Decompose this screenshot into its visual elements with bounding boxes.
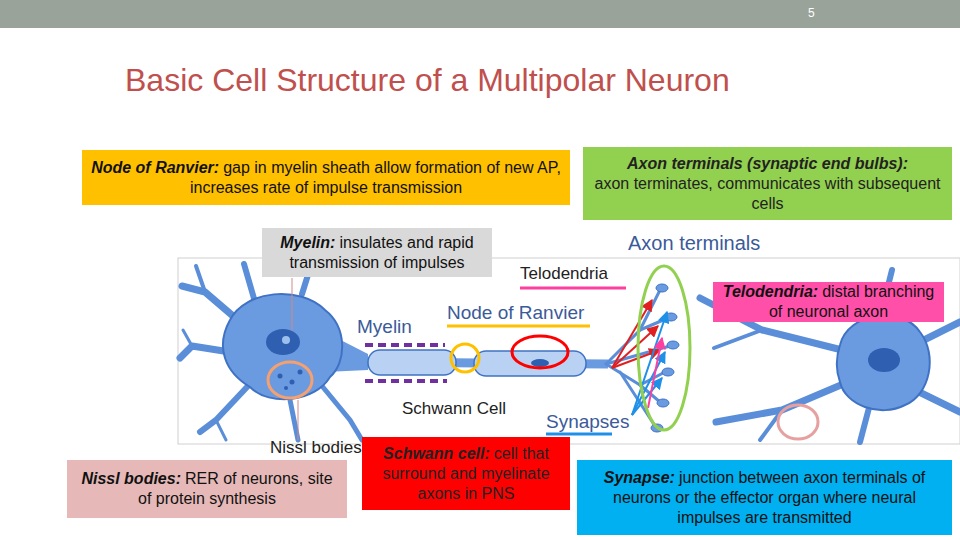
box-text: axon terminates, communicates with subse… [595,175,941,212]
end-bulb [667,341,679,349]
dendrite [322,386,362,440]
cell-body [837,315,930,410]
box-heading: Axon terminals (synaptic end bulbs): [591,154,944,174]
box-heading: Telodendria: [723,283,818,300]
nucleolus [282,336,290,344]
slide-title: Basic Cell Structure of a Multipolar Neu… [125,62,730,99]
end-bulbs [651,284,679,432]
dendrites [700,270,960,442]
nissl-circle [268,362,312,398]
info-box: Synapse:junction between axon terminals … [577,460,952,535]
end-bulb [657,399,669,407]
info-box: Node of Ranvier:gap in myelin sheath all… [82,150,570,205]
arrow [612,300,652,368]
underline [546,433,612,436]
myelin-segment [368,350,456,375]
schwann-circle [512,336,568,368]
myelin-bracket [365,343,445,347]
dendrite [196,266,205,292]
text-wrap: Synapse:junction between axon terminals … [585,468,944,528]
synapse-circle [778,405,818,439]
text-wrap: Axon terminals (synaptic end bulbs):axon… [591,154,944,214]
info-box: Myelin:insulates and rapid transmission … [262,228,492,277]
text-wrap: Node of Ranvier:gap in myelin sheath all… [90,158,562,198]
text-wrap: Myelin:insulates and rapid transmission … [270,233,484,273]
box-heading: Synapse: [604,469,675,486]
end-bulb [662,368,674,376]
telodendria-arrows [612,300,660,368]
box-text: gap in myelin sheath allow formation of … [190,159,561,196]
part-label: Axon terminals [628,232,760,255]
nissl-granules [278,370,303,391]
box-heading: Schwann cell: [383,445,490,462]
dendrite [716,382,848,422]
callout-label: Schwann Cell [402,399,506,419]
info-box: Telodendria:distal branching of neuronal… [713,282,944,322]
myelin-bracket [365,379,447,383]
box-heading: Node of Ranvier: [91,159,219,176]
text-wrap: Telodendria:distal branching of neuronal… [721,282,936,322]
part-label: Node of Ranvier [447,302,584,324]
text-wrap: Nissl bodies:RER of neurons, site of pro… [75,469,339,509]
leader-line [292,278,293,330]
dendrite [920,322,960,342]
dendrite [200,386,248,432]
callout-label: Nissl bodies [270,438,362,458]
dendrite [714,330,762,348]
info-box: Nissl bodies:RER of neurons, site of pro… [67,460,347,518]
schwann-nucleus [531,359,549,367]
node-circle [451,344,479,372]
part-label: Synapses [546,411,629,433]
nissl-granule [298,370,303,375]
dendrite [860,404,870,442]
nucleus [868,348,900,372]
callout-label: Telodendria [520,264,608,284]
leader-line [298,400,299,440]
info-box: Axon terminals (synaptic end bulbs):axon… [583,147,952,220]
nissl-granule [278,374,283,379]
dendrite [216,420,226,440]
underline [520,287,626,290]
dendrites [180,256,362,440]
nissl-granule [290,380,295,385]
page-number: 5 [808,6,815,20]
text-wrap: Schwann cell:cell that surround and myel… [370,444,562,504]
part-label: Myelin [357,316,412,338]
cell-body [223,294,342,399]
nucleus [266,329,300,355]
dendrite [915,390,960,412]
end-bulb [656,284,668,292]
dendrite [244,264,255,302]
illustration-frame [178,258,960,444]
terminals-circle [638,266,690,430]
nissl-granule [284,386,288,390]
arrow [648,338,662,408]
box-heading: Nissl bodies: [81,470,181,487]
dendrite [183,330,192,346]
underline [447,325,590,328]
myelin-segment [474,351,586,376]
top-bar [0,0,960,28]
box-heading: Myelin: [280,234,335,251]
info-box: Schwann cell:cell that surround and myel… [362,437,570,510]
dendrite [290,400,298,440]
